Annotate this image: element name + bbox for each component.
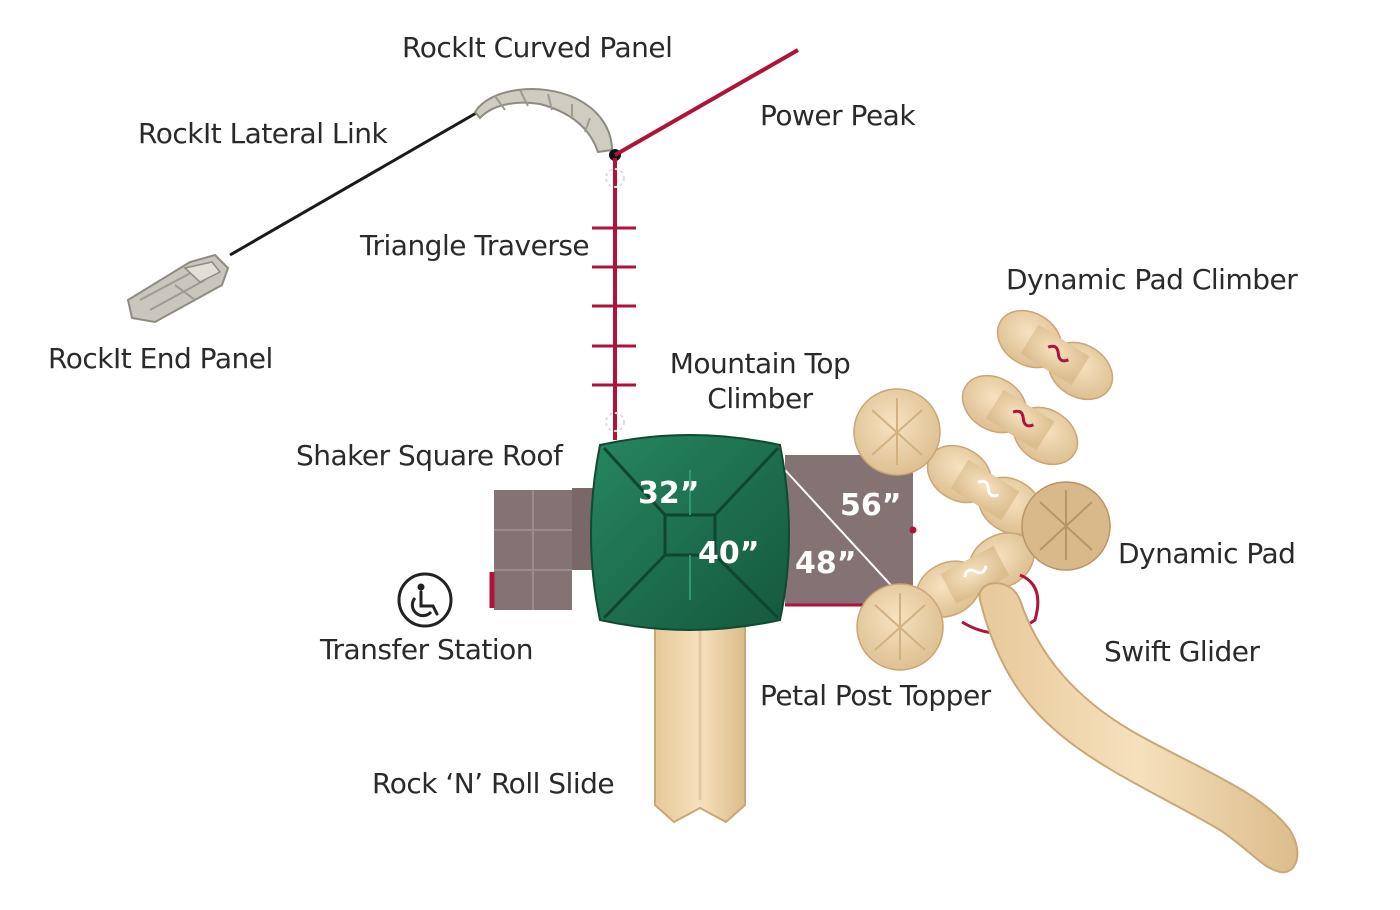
- label-dynamic-pad: Dynamic Pad: [1118, 537, 1296, 570]
- label-triangle-traverse: Triangle Traverse: [360, 229, 590, 262]
- label-mountain-top-climber: Mountain Top Climber: [662, 346, 858, 416]
- wheelchair-accessibility-icon: [397, 572, 453, 628]
- label-dynamic-pad-climber: Dynamic Pad Climber: [1006, 263, 1298, 296]
- petal-post-topper-lower: [856, 583, 944, 671]
- label-rockit-curved-panel: RockIt Curved Panel: [402, 31, 673, 64]
- rockit-curved-panel: [473, 88, 621, 161]
- label-power-peak: Power Peak: [760, 99, 916, 132]
- label-swift-glider: Swift Glider: [1104, 635, 1260, 668]
- deck-height-48: 48”: [795, 546, 856, 581]
- label-petal-post-topper: Petal Post Topper: [760, 679, 991, 712]
- label-rockit-lateral-link: RockIt Lateral Link: [138, 117, 388, 150]
- triangle-traverse: [592, 158, 636, 440]
- dynamic-pad-climber: [915, 309, 1114, 618]
- deck-height-56: 56”: [840, 488, 901, 523]
- right-deck: [784, 455, 917, 607]
- deck-height-32: 32”: [638, 476, 699, 511]
- dynamic-pad-topper: [1021, 481, 1111, 571]
- swift-glider: [978, 582, 1299, 874]
- label-rockit-end-panel: RockIt End Panel: [48, 342, 273, 375]
- label-mountain-top-climber-line2: Climber: [707, 382, 813, 415]
- rockit-end-panel: [126, 253, 230, 324]
- label-rock-n-roll-slide: Rock ‘N’ Roll Slide: [372, 767, 615, 800]
- label-shaker-square-roof: Shaker Square Roof: [296, 439, 563, 472]
- deck-height-40: 40”: [698, 536, 759, 571]
- shaker-square-roof: [590, 434, 790, 631]
- rock-n-roll-slide: [654, 619, 746, 824]
- power-peak-bar: [614, 48, 799, 157]
- petal-post-topper-upper: [853, 388, 941, 476]
- transfer-station-deck: [489, 488, 602, 610]
- rockit-lateral-link-cable: [229, 110, 479, 257]
- label-transfer-station: Transfer Station: [320, 633, 534, 666]
- swift-glider-frame: [961, 573, 1040, 635]
- label-mountain-top-climber-line1: Mountain Top: [669, 347, 851, 380]
